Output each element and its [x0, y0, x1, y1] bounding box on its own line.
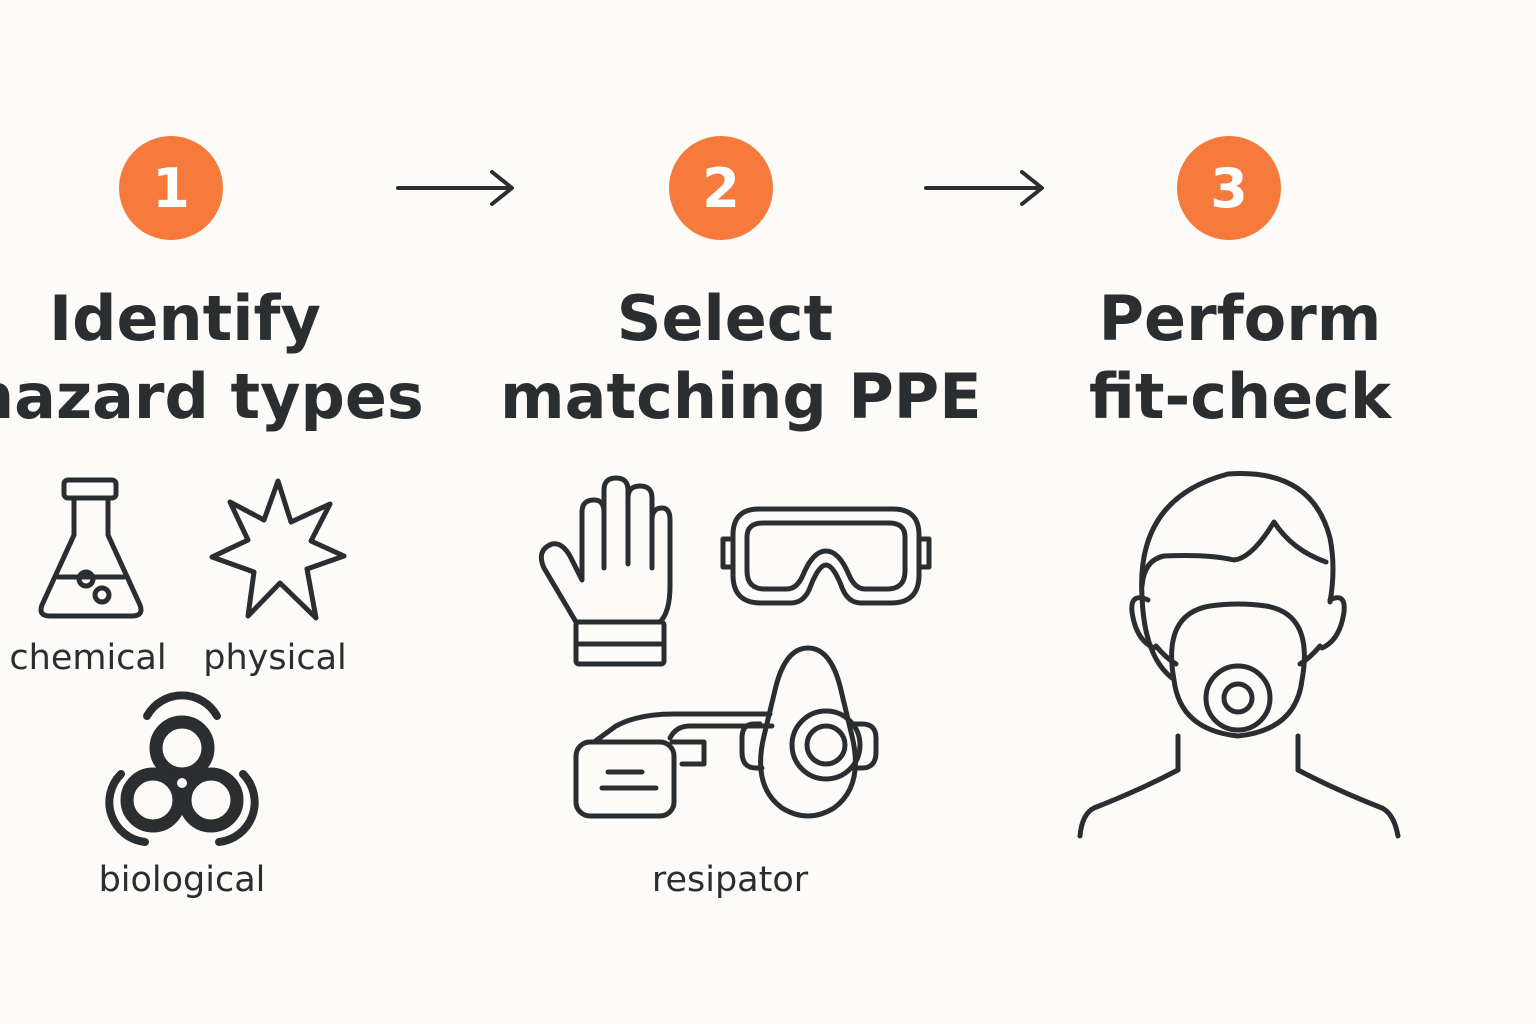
step-1-badge: 1 [119, 136, 223, 240]
step-2-title-line2: matching PPE [500, 360, 982, 433]
step-2-title-line1: Select [616, 282, 834, 355]
step-1-number: 1 [152, 156, 190, 220]
face-mask-person-icon [1074, 468, 1404, 840]
starburst-icon [208, 478, 348, 624]
arrow-right-icon [924, 170, 1044, 206]
step-1-title-line2: hazard types [0, 360, 424, 433]
biohazard-icon [107, 702, 257, 850]
respirator-icon [572, 646, 914, 828]
step-3-number: 3 [1210, 156, 1248, 220]
step-2-badge: 2 [669, 136, 773, 240]
step-2-number: 2 [702, 156, 740, 220]
chemical-label: chemical [9, 638, 167, 678]
goggles-icon [719, 505, 933, 607]
step-3-title-line1: Perform [1098, 282, 1382, 355]
physical-label: physical [203, 638, 347, 678]
biological-label: biological [98, 860, 266, 900]
step-2-title: Select matching PPE [500, 280, 982, 436]
respirator-label: resipator [651, 860, 809, 900]
step-3-badge: 3 [1177, 136, 1281, 240]
glove-icon [534, 476, 674, 668]
step-1-title-line1: Identify [49, 282, 321, 355]
arrow-right-icon [396, 170, 514, 206]
step-3-title-line2: fit-check [1088, 360, 1392, 433]
flask-icon [36, 477, 146, 622]
step-3-title: Perform fit-check [1030, 280, 1450, 436]
step-1-title: Identify hazard types [0, 280, 424, 436]
